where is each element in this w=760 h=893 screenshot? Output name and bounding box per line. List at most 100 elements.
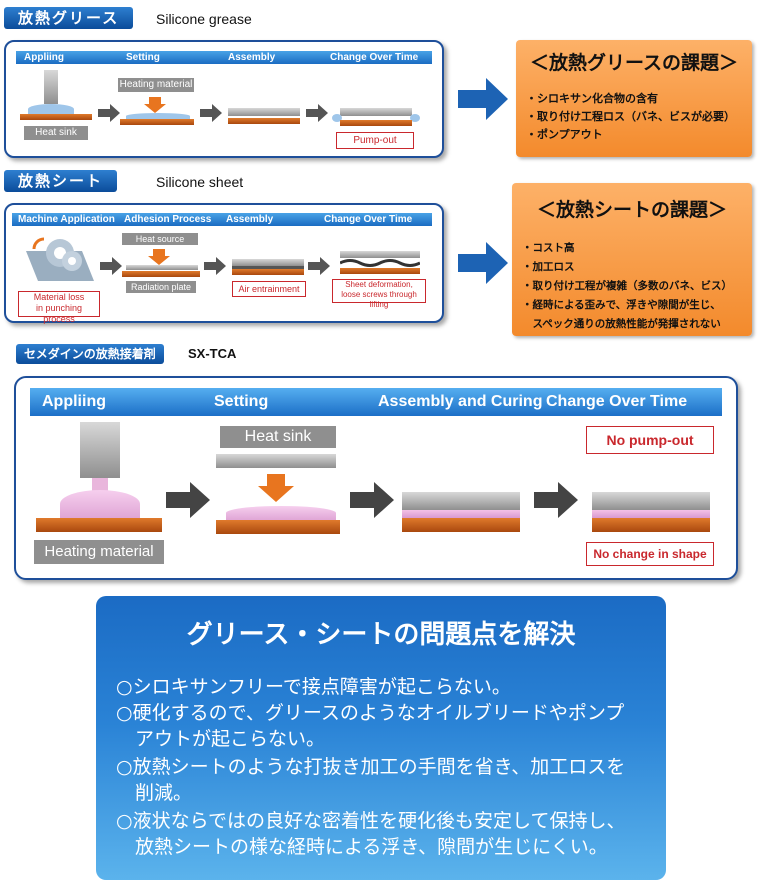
grease-step-bar: Appliing Setting Assembly Change Over Ti…	[16, 51, 432, 64]
sheet-assembled-bottom	[232, 269, 304, 275]
grease-aged-bottom	[340, 120, 412, 126]
tca-section-tag: セメダインの放熱接着剤	[16, 344, 164, 364]
tca-arrow-2	[350, 482, 394, 518]
tca-spread	[226, 506, 336, 520]
sheet-step-2: Adhesion Process	[124, 214, 212, 225]
sheet-issue-5: スペック通りの放熱性能が発揮されない	[522, 318, 721, 330]
grease-pump-out-label: Pump-out	[336, 132, 414, 149]
grease-sink-plate-2	[120, 119, 194, 125]
grease-arrow-3	[306, 104, 328, 122]
grease-arrow-2	[200, 104, 222, 122]
sheet-punched-sheet	[26, 237, 94, 281]
tca-product-name: SX-TCA	[188, 346, 237, 361]
grease-issues-list: ・シロキサン化合物の含有 ・取り付け工程ロス（バネ、ビスが必要） ・ポンプアウト	[526, 90, 735, 144]
tca-heating-material-label: Heating material	[34, 540, 164, 564]
grease-to-issues-arrow	[458, 78, 508, 120]
tca-heat-sink-plate	[216, 454, 336, 468]
sheet-step-bar: Machine Application Adhesion Process Ass…	[12, 213, 432, 226]
sheet-heat-source-label: Heat source material	[122, 233, 198, 256]
tca-puddle	[60, 490, 140, 518]
grease-puddle	[28, 104, 74, 114]
solution-line-2: ○硬化するので、グリースのようなオイルブリードやポンプ	[116, 702, 625, 724]
sheet-aged-bottom	[340, 268, 420, 274]
solution-line-4: ○放熱シートのような打抜き加工の手間を省き、加工ロスを	[116, 756, 626, 778]
tca-assembled-adhesive	[402, 510, 520, 518]
sheet-radiation-plate-label: Radiation plate	[126, 281, 196, 293]
grease-step-2: Setting	[126, 52, 160, 63]
solution-line-3: アウトが起こらない。	[116, 728, 326, 750]
grease-issue-1: ・シロキサン化合物の含有	[526, 92, 658, 105]
tca-nozzle	[80, 422, 120, 478]
grease-heat-sink-plate	[20, 114, 92, 120]
sheet-step-1: Machine Application	[18, 214, 115, 225]
sheet-step-4: Change Over Time	[324, 214, 413, 225]
solution-line-7: 放熱シートの様な経時による浮き、隙間が生じにくい。	[116, 836, 608, 858]
grease-process-panel: Appliing Setting Assembly Change Over Ti…	[4, 40, 444, 158]
sheet-issues-title: ＜放熱シートの課題＞	[536, 199, 727, 221]
sheet-arrow-3	[308, 257, 330, 275]
grease-issue-3: ・ポンプアウト	[526, 128, 603, 141]
grease-heat-sink-label: Heat sink	[24, 126, 88, 140]
sheet-section-subtitle: Silicone sheet	[156, 174, 244, 190]
solution-line-6: ○液状ならではの良好な密着性を硬化後も安定して保持し、	[116, 810, 626, 832]
sheet-press-arrow	[148, 249, 170, 265]
tca-arrow-1	[166, 482, 210, 518]
sheet-issues-box: ＜放熱シートの課題＞ ・コスト高 ・加工ロス ・取り付け工程が複雑（多数のバネ、…	[512, 183, 752, 336]
sheet-assembled-top	[232, 259, 304, 266]
tca-no-pump-out-label: No pump-out	[586, 426, 714, 454]
sheet-issue-3: ・取り付け工程が複雑（多数のバネ、ビス）	[522, 280, 732, 292]
sheet-arrow-2	[204, 257, 226, 275]
solution-line-5: 削減。	[116, 782, 193, 804]
tca-setting-plate	[216, 520, 340, 534]
tca-step-3: Assembly and Curing	[378, 393, 543, 410]
grease-pumpout-blob-right	[410, 114, 420, 122]
sheet-issue-1: ・コスト高	[522, 242, 575, 254]
tca-press-arrow	[258, 474, 294, 502]
tca-aged-adhesive	[592, 510, 710, 518]
grease-assembled-bottom	[228, 118, 300, 124]
tca-assembled-bottom	[402, 518, 520, 532]
sheet-arrow-1	[100, 257, 122, 275]
sheet-step-3: Assembly	[226, 214, 274, 225]
grease-issues-title: ＜放熱グリースの課題＞	[529, 52, 739, 74]
grease-heating-material-label: Heating material	[118, 78, 194, 92]
grease-aged-top	[340, 108, 412, 116]
grease-press-arrow	[144, 97, 166, 113]
sheet-section-tag: 放熱シート	[4, 170, 118, 192]
sheet-material-loss-label: Material loss in punching process	[18, 291, 100, 324]
grease-section-subtitle: Silicone grease	[156, 11, 252, 27]
sheet-process-panel: Machine Application Adhesion Process Ass…	[4, 203, 444, 324]
tca-aged-top	[592, 492, 710, 510]
tca-step-1: Appliing	[42, 393, 106, 410]
solution-line-1: ○シロキサンフリーで接点障害が起こらない。	[116, 676, 511, 698]
grease-assembled-top	[228, 108, 300, 116]
sheet-assembled-sheet	[232, 266, 304, 269]
grease-issue-2: ・取り付け工程ロス（バネ、ビスが必要）	[526, 110, 735, 123]
grease-pumpout-blob-left	[332, 114, 342, 122]
tca-process-panel: Appliing Setting Assembly and Curing Cha…	[14, 376, 738, 580]
grease-arrow-1	[98, 104, 120, 122]
solution-box: グリース・シートの問題点を解決 ○シロキサンフリーで接点障害が起こらない。 ○硬…	[96, 596, 666, 880]
tca-heating-plate	[36, 518, 162, 532]
tca-assembled-top	[402, 492, 520, 510]
grease-step-3: Assembly	[228, 52, 276, 63]
sheet-issue-4: ・経時による歪みで、浮きや隙間が生じ、	[522, 299, 721, 311]
grease-step-4: Change Over Time	[330, 52, 419, 63]
tca-aged-bottom	[592, 518, 710, 532]
tca-arrow-3	[534, 482, 578, 518]
sheet-to-issues-arrow	[458, 242, 508, 284]
tca-no-change-label: No change in shape	[586, 542, 714, 566]
sheet-aged-top	[340, 251, 420, 258]
tca-step-4: Change Over Time	[546, 393, 688, 410]
sheet-layer-2	[126, 265, 198, 270]
grease-section-tag: 放熱グリース	[4, 7, 134, 29]
sheet-issues-list: ・コスト高 ・加工ロス ・取り付け工程が複雑（多数のバネ、ビス） ・経時による歪…	[522, 239, 732, 334]
grease-step-1: Appliing	[24, 52, 64, 63]
tca-step-2: Setting	[214, 393, 269, 410]
solution-title: グリース・シートの問題点を解決	[186, 620, 576, 650]
sheet-aged-wave	[340, 259, 420, 267]
sheet-plate-2	[122, 271, 200, 277]
sheet-issue-2: ・加工ロス	[522, 261, 575, 273]
grease-spread	[126, 113, 190, 119]
sheet-deformation-label: Sheet deformation, loose screws through …	[332, 279, 426, 309]
